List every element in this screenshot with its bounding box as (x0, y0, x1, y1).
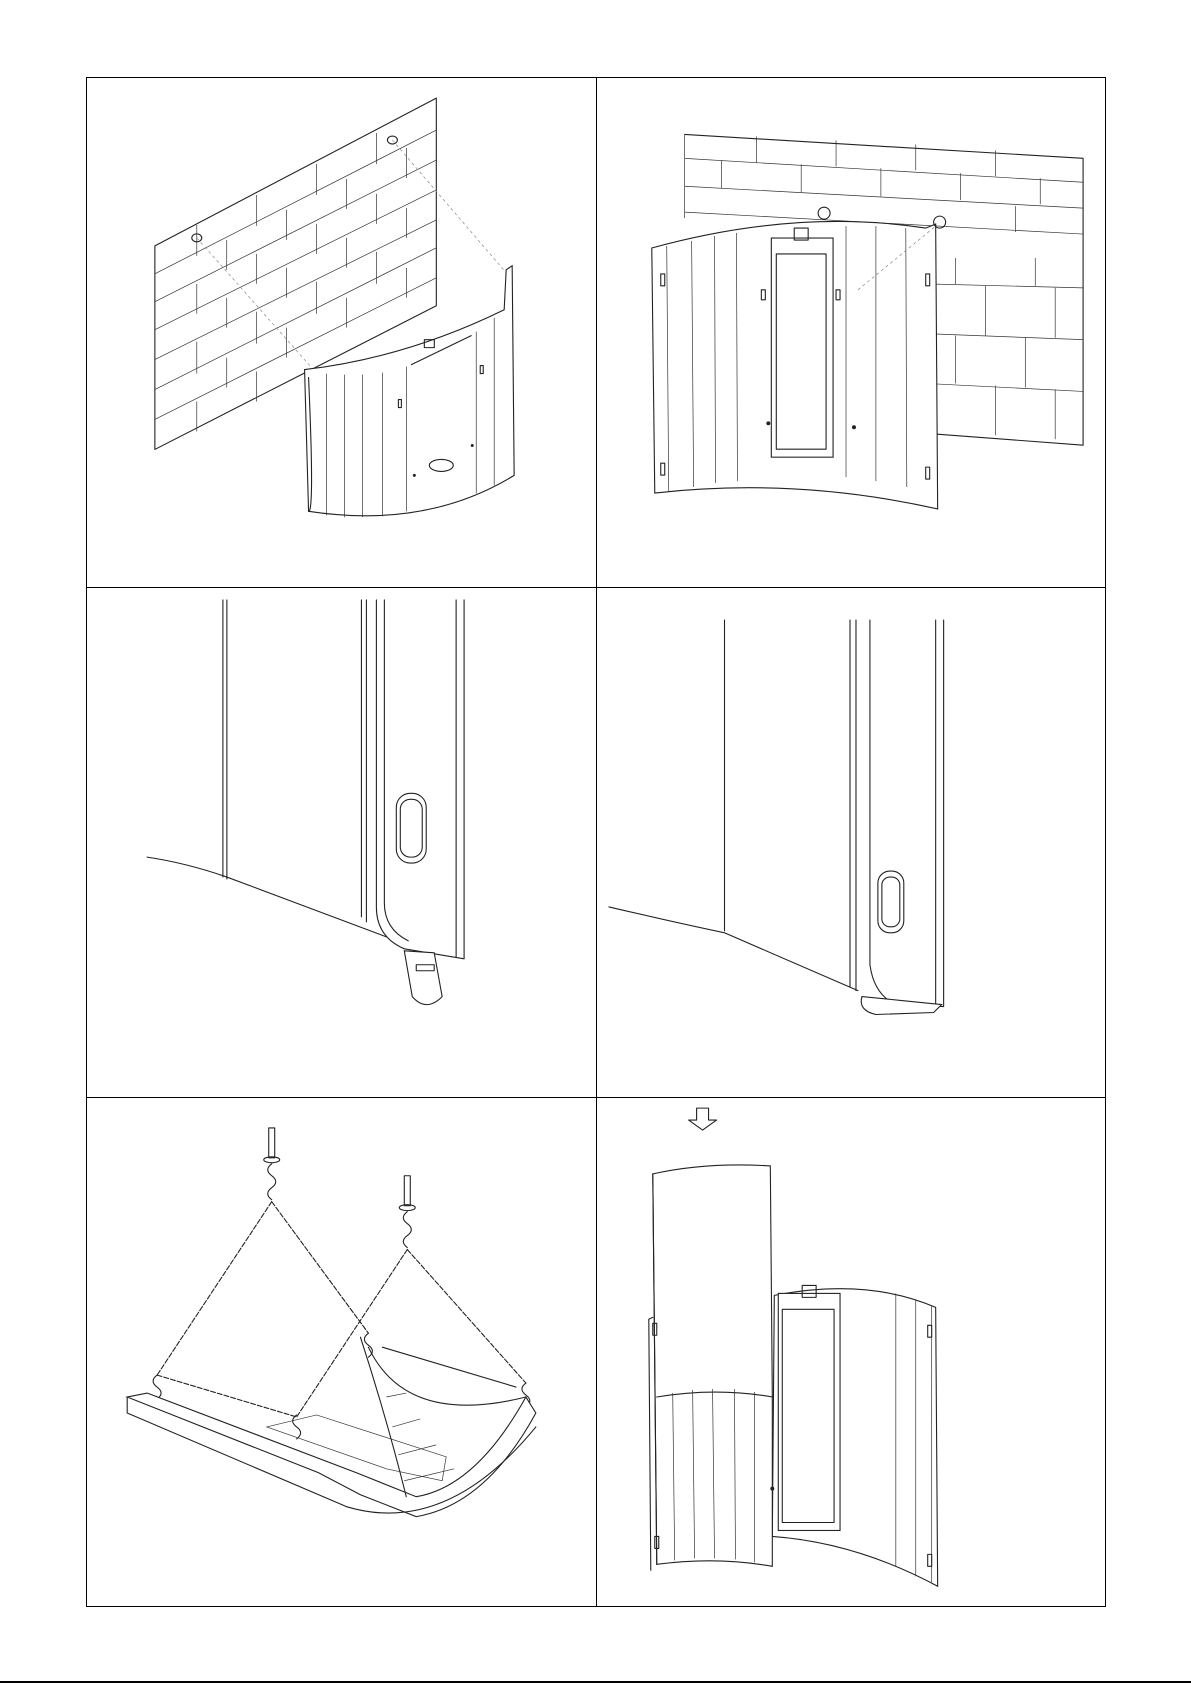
panel-wall-mounting (87, 78, 596, 587)
page-bottom-rule (0, 1681, 1191, 1683)
down-arrow-icon (689, 1108, 717, 1130)
panel-foot-detail (596, 587, 1105, 1096)
ceiling-chain-suspension-icon (87, 1098, 596, 1606)
guard-mounted-on-wall-icon (597, 78, 1105, 587)
slide-down-sleeve-icon (597, 1098, 1105, 1606)
panel-chain-suspension (87, 1097, 596, 1606)
wall-mounting-overview-icon (87, 78, 596, 587)
panel-edge-detail (87, 587, 596, 1096)
panel-slide-sleeve (596, 1097, 1105, 1606)
guard-foot-detail-icon (597, 588, 1105, 1096)
guard-edge-detail-icon (87, 588, 596, 1096)
panel-guard-mounted (596, 78, 1105, 587)
illustration-grid (86, 77, 1106, 1607)
